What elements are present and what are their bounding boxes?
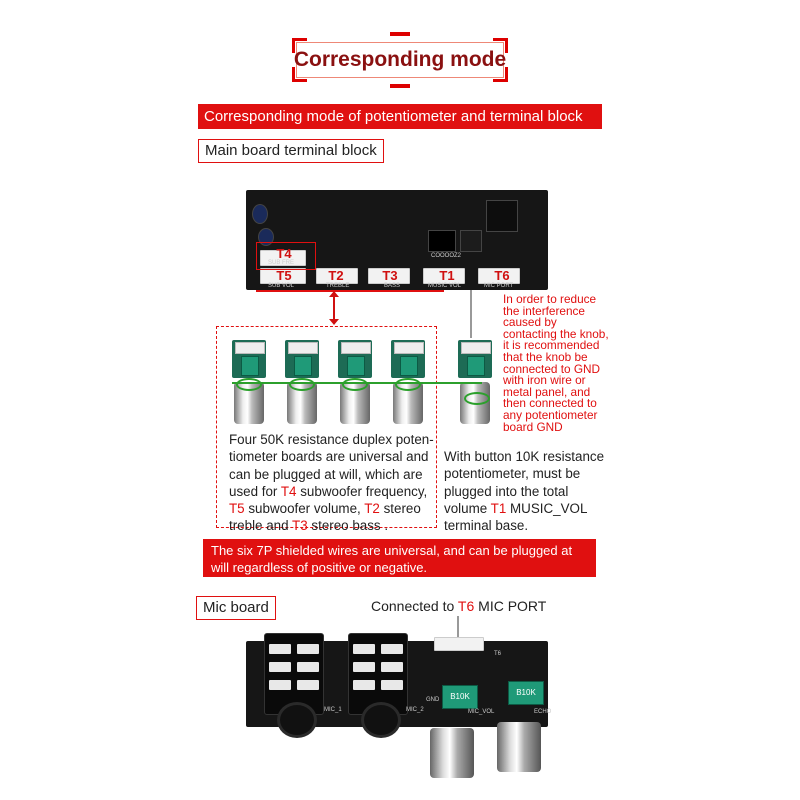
echo-pot: B10K xyxy=(508,681,544,705)
mic-board-image: B10K B10K MIC_1 MIC_2 MIC_VOL ECHO GND T… xyxy=(246,633,552,738)
terminal-label-t6: T6 xyxy=(494,268,510,283)
silk-sub-fre: SUB FRE xyxy=(268,260,295,266)
section-heading: Corresponding mode of potentiometer and … xyxy=(198,104,602,129)
button-pot-description: With button 10K resistance potentiometer… xyxy=(444,449,605,534)
terminal-label-t1: T1 xyxy=(439,268,455,283)
duplex-pots-box xyxy=(216,326,437,528)
gnd-ring xyxy=(289,378,315,391)
echo-knob xyxy=(497,722,541,772)
shielded-wire-note: The six 7P shielded wires are universal,… xyxy=(203,539,596,577)
terminal-label-t4: T4 xyxy=(276,246,292,261)
main-board-label: Main board terminal block xyxy=(198,139,384,163)
silk-t6: T6 xyxy=(494,651,502,657)
connector-line xyxy=(457,616,459,638)
bracket-line xyxy=(256,290,444,292)
terminal-label-t2: T2 xyxy=(328,268,344,283)
page-title: Corresponding mode xyxy=(293,48,507,71)
silk-mic1: MIC_1 xyxy=(324,707,342,713)
duplex-description: Four 50K resistance duplex poten- tiomet… xyxy=(229,432,434,534)
silk-mic-port: MIC PORT xyxy=(484,283,514,289)
chip-marking: COOOOZ2 xyxy=(431,253,462,259)
silk-treble: TREBLE xyxy=(326,283,350,289)
silk-gnd: GND xyxy=(426,697,440,703)
terminal-label-t5: T5 xyxy=(276,268,292,283)
terminal-label-t3: T3 xyxy=(382,268,398,283)
gnd-ring xyxy=(395,378,421,391)
mic-pot: B10K xyxy=(442,685,478,709)
gnd-ring xyxy=(342,378,368,391)
silk-mic2: MIC_2 xyxy=(406,707,424,713)
connector-line xyxy=(470,290,472,338)
silk-music-vol: MUSIC VOL xyxy=(428,283,462,289)
mic-vol-knob xyxy=(430,728,474,778)
page-title-frame: Corresponding mode xyxy=(292,32,508,88)
silk-mic-vol: MIC_VOL xyxy=(468,709,495,715)
silk-echo: ECHO xyxy=(534,709,552,715)
gnd-ring xyxy=(236,378,262,391)
duplex-pot-board xyxy=(332,340,378,424)
mic-board-label: Mic board xyxy=(196,596,276,620)
double-arrow-icon xyxy=(329,291,339,325)
duplex-pot-board xyxy=(226,340,272,424)
duplex-pot-board xyxy=(279,340,325,424)
silk-sub-vol: SUB VOL xyxy=(268,283,295,289)
gnd-ring xyxy=(464,392,490,405)
silk-bass: BASS xyxy=(384,283,401,289)
main-board-image: COOOOZ2 T4 T5 T2 T3 T1 T6 SUB FRE SUB VO… xyxy=(246,190,548,290)
mic-connection-note: Connected to T6 MIC PORT xyxy=(371,598,547,614)
